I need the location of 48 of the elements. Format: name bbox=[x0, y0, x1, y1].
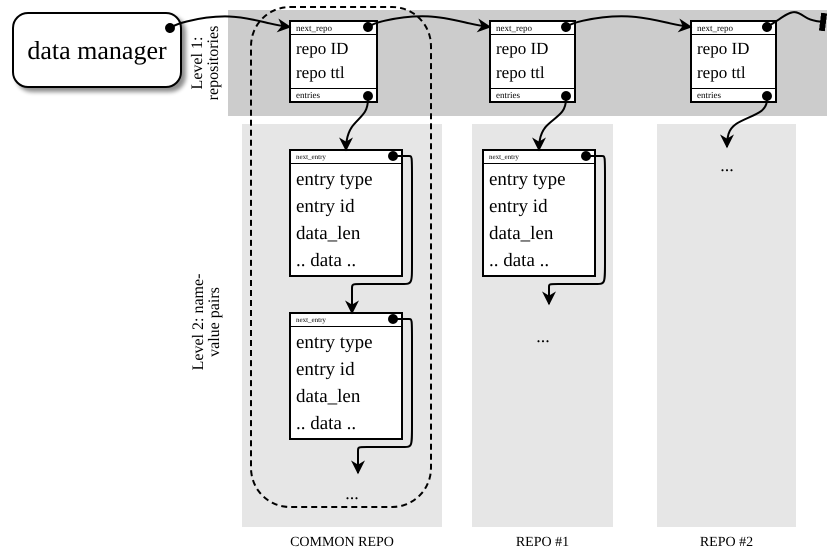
field-text: entry type bbox=[488, 168, 567, 192]
ellipsis-text: ... bbox=[322, 472, 382, 502]
field-text: entry id bbox=[488, 195, 549, 219]
column-label: REPO #2 bbox=[698, 535, 754, 551]
ellipsis-text: ... bbox=[513, 303, 573, 345]
arrow bbox=[542, 151, 606, 306]
arrow bbox=[532, 91, 571, 152]
field-text: repo ttl bbox=[495, 62, 546, 84]
field-text: repo ttl bbox=[295, 62, 346, 84]
field-text: data_len bbox=[295, 385, 362, 409]
field-text: data_len bbox=[488, 222, 554, 246]
arrow bbox=[561, 15, 692, 32]
arrow bbox=[351, 314, 413, 474]
pointer-field: entries bbox=[291, 88, 376, 101]
field-text: repo ID bbox=[495, 38, 550, 60]
arrow bbox=[165, 15, 292, 33]
field-text: entry type bbox=[295, 168, 374, 192]
arrow bbox=[363, 15, 492, 32]
arrow bbox=[339, 91, 373, 152]
field-text: entry id bbox=[295, 195, 356, 219]
ellipsis-text: ... bbox=[697, 146, 757, 174]
entry-record bbox=[289, 149, 403, 277]
repo-record bbox=[489, 20, 576, 103]
field-text: entry id bbox=[295, 358, 356, 382]
entry-record bbox=[289, 312, 403, 440]
column-label: REPO #1 bbox=[514, 535, 570, 551]
field-text: repo ID bbox=[696, 38, 750, 60]
field-text: entry type bbox=[295, 331, 374, 355]
field-text: repo ID bbox=[295, 38, 350, 60]
rounded-box: data manager bbox=[12, 12, 182, 88]
repo-record bbox=[289, 20, 378, 103]
arrow bbox=[720, 91, 772, 148]
entry-record bbox=[482, 149, 596, 277]
pointer-field: next_repo bbox=[491, 22, 574, 35]
field-text: repo ttl bbox=[696, 62, 747, 84]
level-label: Level 1: repositories bbox=[190, 24, 222, 102]
pointer-field: entries bbox=[692, 88, 775, 101]
arrow bbox=[345, 151, 413, 314]
pointer-field: next_repo bbox=[692, 22, 775, 35]
field-text: .. data .. bbox=[295, 412, 358, 436]
field-text: .. data .. bbox=[295, 249, 358, 273]
level-label: Level 2: name-value pairs bbox=[191, 272, 223, 372]
column-label: COMMON REPO bbox=[289, 535, 395, 551]
pointer-field: next_repo bbox=[291, 22, 376, 35]
field-text: .. data .. bbox=[488, 249, 550, 273]
repo-record bbox=[690, 20, 777, 103]
field-text: data_len bbox=[295, 222, 362, 246]
pointer-field: entries bbox=[491, 88, 574, 101]
